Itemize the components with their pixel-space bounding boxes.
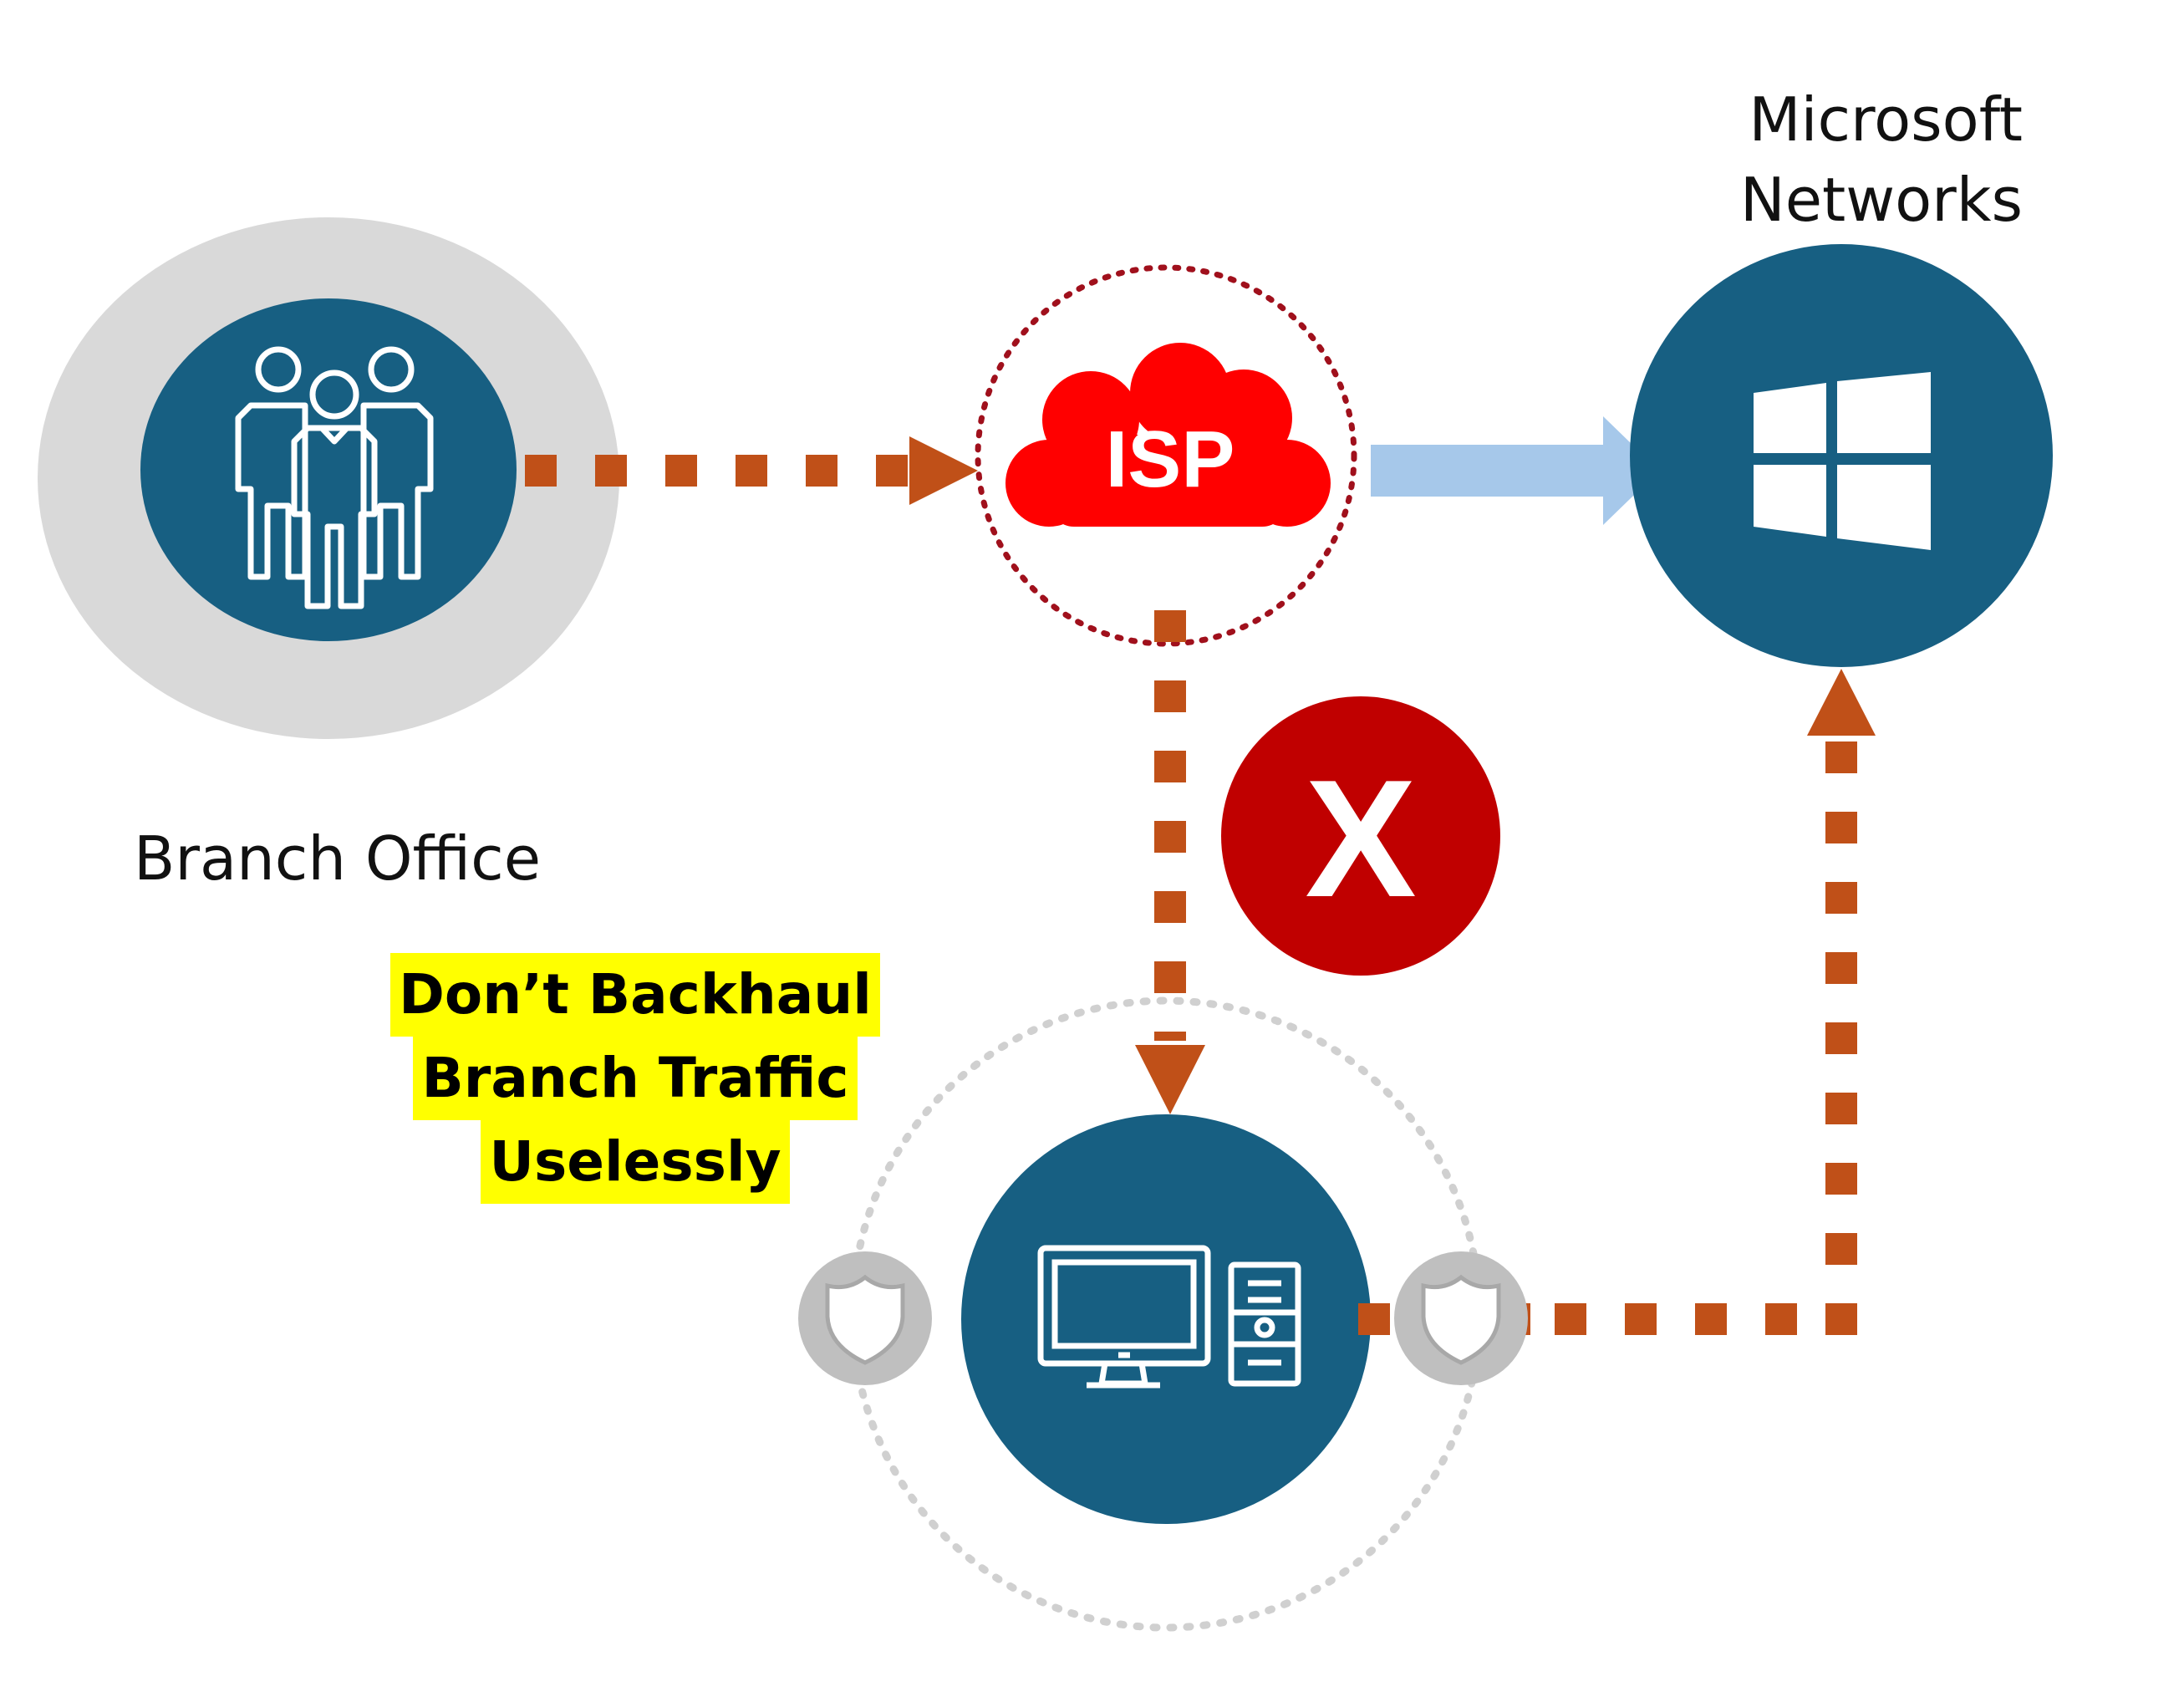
microsoft-networks-label: Microsoft Networks xyxy=(1672,79,2023,240)
isp-to-datacenter-arrowhead xyxy=(1135,1045,1205,1114)
branch-office-node[interactable] xyxy=(140,298,517,641)
datacenter-node[interactable] xyxy=(961,1114,1371,1524)
cloud-icon xyxy=(1005,343,1331,527)
blocked-badge xyxy=(1221,696,1500,976)
microsoft-label-line2: Networks xyxy=(1739,165,2023,235)
isp-to-microsoft-arrow-body xyxy=(1371,445,1605,497)
warning-line2: Branch Traffic xyxy=(413,1037,858,1120)
microsoft-networks-node[interactable] xyxy=(1630,244,2053,667)
people-group-icon xyxy=(235,346,434,609)
warning-line1: Don’t Backhaul xyxy=(390,953,880,1037)
isp-ring xyxy=(975,264,1357,647)
backhaul-warning: Don’t Backhaul Branch Traffic Uselessly xyxy=(368,953,903,1204)
branch-to-isp-arrowhead xyxy=(909,436,978,505)
branch-office-label: Branch Office xyxy=(134,823,542,894)
microsoft-label-line1: Microsoft xyxy=(1749,84,2023,155)
blocked-x-label: X xyxy=(1305,746,1416,932)
desktop-computer-icon xyxy=(1037,1245,1301,1389)
windows-logo-icon xyxy=(1754,372,1931,550)
shield-icon xyxy=(825,1274,905,1365)
warning-line3: Uselessly xyxy=(481,1120,790,1204)
isp-label: ISP xyxy=(1106,415,1235,504)
datacenter-to-microsoft-arrowhead xyxy=(1807,669,1876,736)
shield-icon xyxy=(1421,1274,1501,1365)
